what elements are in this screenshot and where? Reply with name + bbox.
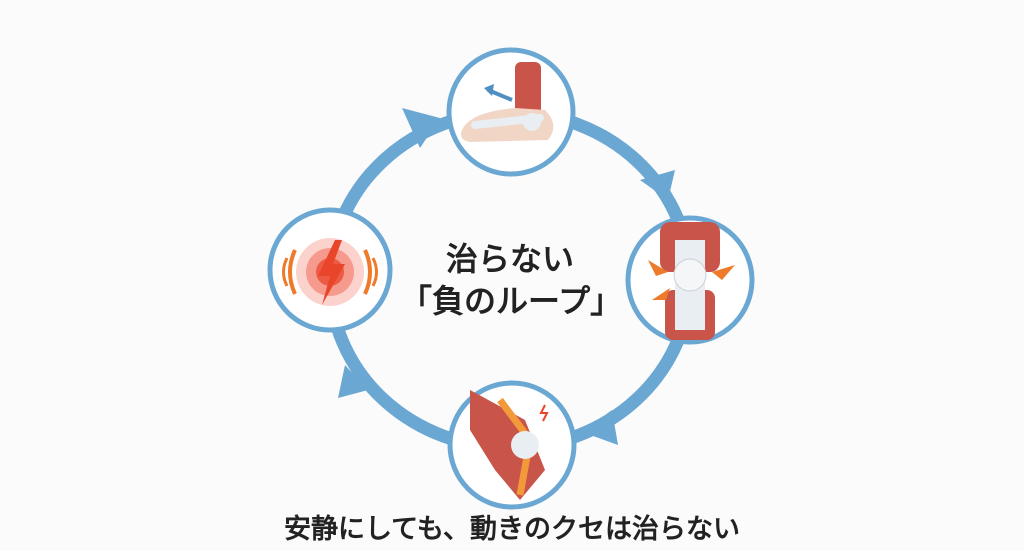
leg-muscle-icon [470, 390, 549, 500]
arrowhead-to-bottom [582, 410, 618, 445]
stage-pain [267, 207, 393, 333]
foot-icon [461, 62, 554, 142]
arrowhead-to-left [338, 365, 368, 398]
center-title: 治らない 「負のループ」 [400, 238, 623, 322]
pain-lightning-icon [282, 238, 378, 306]
arrowhead-to-top [402, 108, 440, 148]
center-title-line1: 治らない [445, 240, 574, 278]
stage-leg-muscle [447, 380, 577, 510]
caption: 安静にしても、動きのクセは治らない [283, 514, 741, 545]
center-title-line2: 「負のループ」 [400, 282, 623, 320]
stage-knee [625, 215, 755, 345]
knee-icon [648, 222, 735, 340]
stage-foot [446, 47, 576, 177]
arrowhead-to-right [640, 170, 675, 200]
